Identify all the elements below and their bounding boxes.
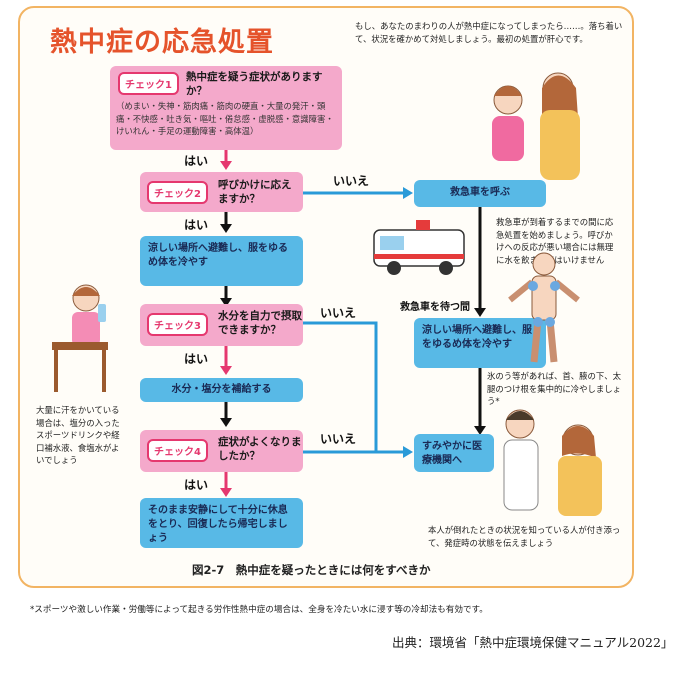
no-label-3: いいえ	[320, 432, 357, 446]
cool-right-box: 涼しい場所へ避難し、服をゆるめ体を冷やす	[414, 318, 546, 368]
check1-tag: チェック1	[118, 72, 179, 95]
ambulance-illustration	[373, 220, 465, 275]
rest-box: そのまま安静にして十分に休息をとり、回復したら帰宅しましょう	[140, 498, 303, 548]
ice-note: 氷のう等があれば、首、腋の下、太腿のつけ根を集中的に冷やしましょう*	[487, 371, 621, 406]
check3-question: 水分を自力で摂取できますか？	[218, 310, 302, 336]
nurse-illustration	[503, 409, 602, 516]
check2-tag: チェック2	[147, 181, 208, 204]
yes-label-2: はい	[184, 218, 209, 232]
ambulance-box: 救急車を呼ぶ	[414, 180, 546, 207]
check1-question: 熱中症を疑う症状がありますか？	[186, 71, 323, 97]
source-citation: 出典：環境省「熱中症環境保健マニュアル2022」	[392, 635, 674, 650]
page-title: 熱中症の応急処置	[50, 27, 274, 58]
caregiver-illustration	[492, 72, 580, 180]
yes-label-1: はい	[184, 154, 209, 168]
cool-left-box: 涼しい場所へ避難し、服をゆるめ体を冷やす	[140, 236, 303, 286]
check2-question: 呼びかけに応えますか？	[218, 179, 292, 205]
check4-tag: チェック4	[147, 439, 208, 462]
hydrate-box: 水分・塩分を補給する	[140, 378, 303, 402]
figure-caption: 図2-7 熱中症を疑ったときには何をすべきか	[192, 563, 431, 577]
yes-label-3: はい	[184, 352, 209, 366]
check4-question: 症状がよくなりましたか？	[218, 436, 302, 462]
wait-label: 救急車を待つ間	[400, 302, 470, 313]
hospital-note: 本人が倒れたときの状況を知っている人が付き添って、発症時の状態を伝えましょう	[428, 525, 621, 548]
no-label-2: いいえ	[320, 306, 357, 320]
drinking-child-illustration	[52, 284, 108, 392]
check1-symptoms: （めまい・失神・筋肉痛・筋肉の硬直・大量の発汗・頭痛・不快感・吐き気・嘔吐・倦怠…	[116, 101, 334, 136]
no-label-1: いいえ	[333, 174, 370, 188]
intro-text: もし、あなたのまわりの人が熱中症になってしまったら……。落ち着いて、状況を確かめ…	[355, 21, 623, 44]
cooling-body-illustration	[508, 252, 580, 363]
yes-label-4: はい	[184, 478, 209, 492]
hospital-box: すみやかに医療機関へ	[414, 434, 494, 472]
drink-note: 大量に汗をかいている場合は、塩分の入ったスポーツドリンクや経口補水液、食塩水がよ…	[36, 405, 120, 465]
check3-tag: チェック3	[147, 313, 208, 336]
footnote: *スポーツや激しい作業・労働等によって起きる労作性熱中症の場合は、全身を冷たい水…	[30, 605, 488, 615]
